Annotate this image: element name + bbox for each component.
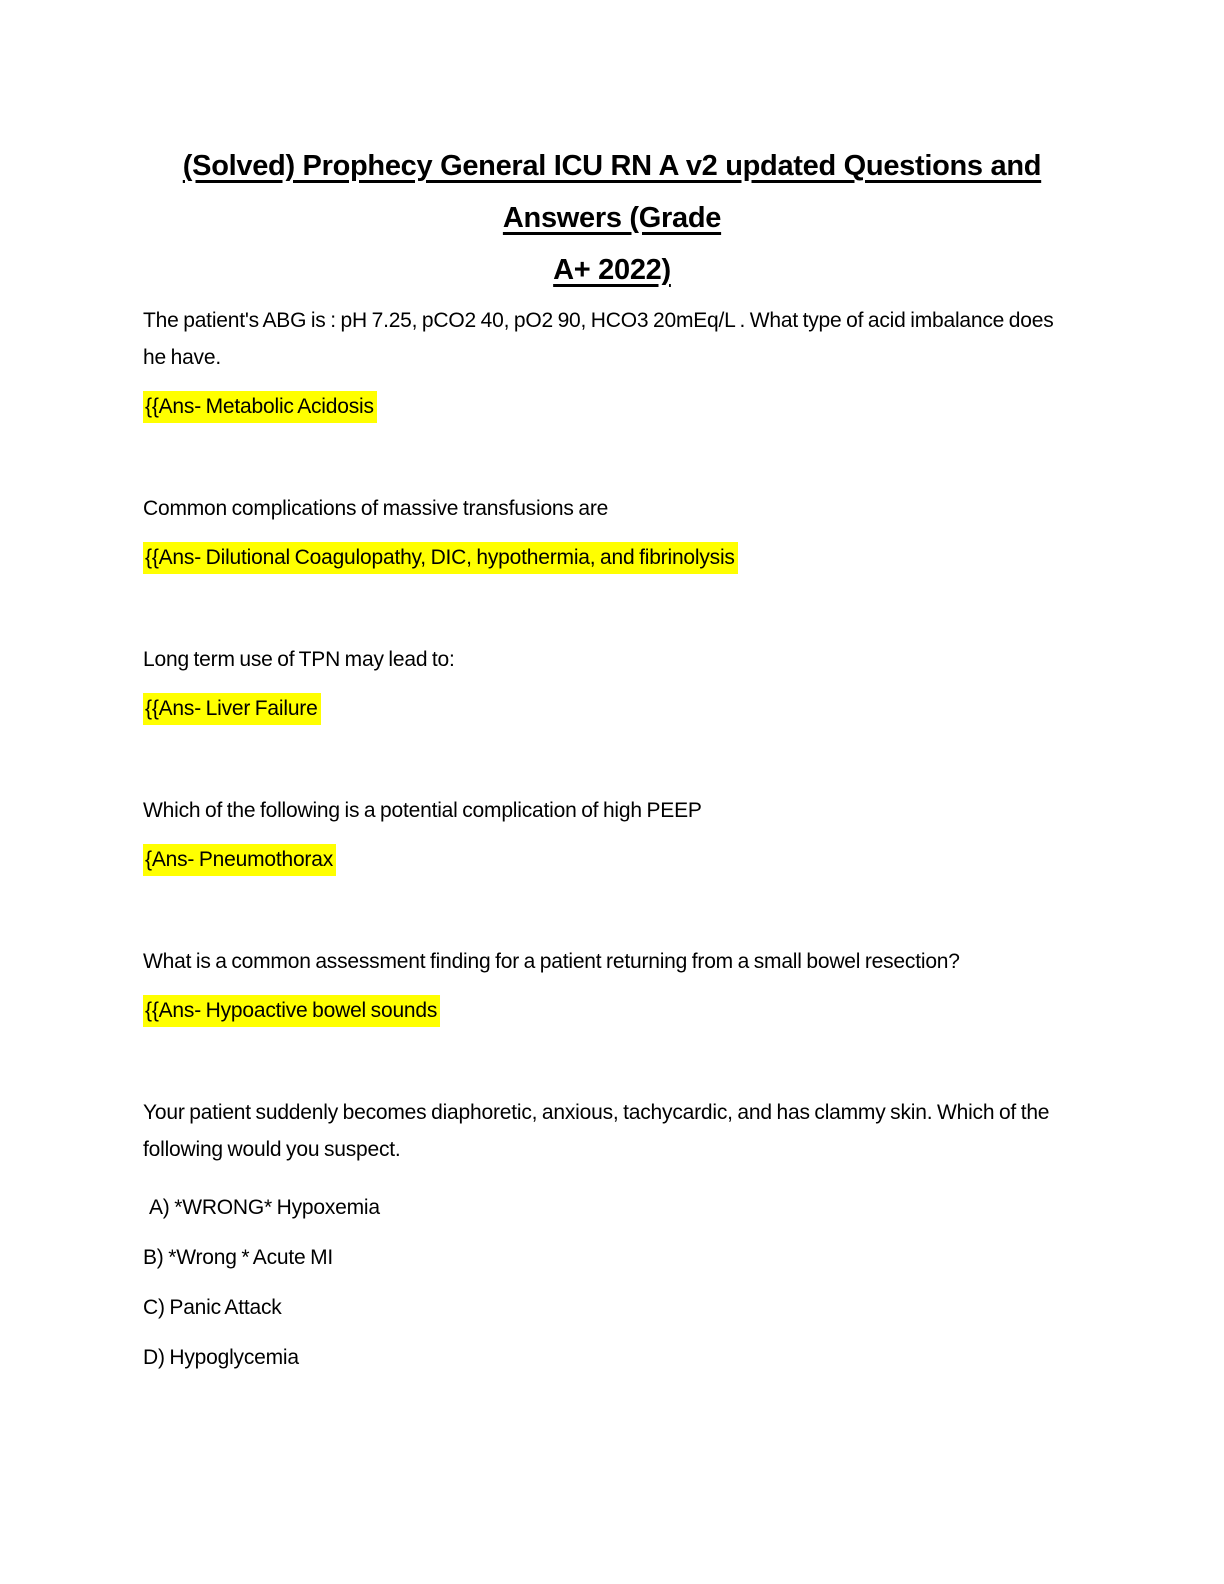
option-b: B) *Wrong * Acute MI [143, 1246, 334, 1269]
answer-3-highlight: {{Ans- Liver Failure [143, 693, 321, 725]
answer-2-highlight: {{Ans- Dilutional Coagulopathy, DIC, hyp… [143, 542, 738, 574]
answer-4-highlight: {Ans- Pneumothorax [143, 844, 337, 876]
question-2: Common complications of massive transfus… [143, 497, 609, 520]
title-line-1-text: (Solved) Prophecy General ICU RN A v2 up… [182, 150, 1042, 234]
question-1: The patient's ABG is : pH 7.25, pCO2 40,… [143, 309, 1054, 369]
title-line-1: (Solved) Prophecy General ICU RN A v2 up… [143, 140, 1081, 244]
answer-2: {{Ans- Dilutional Coagulopathy, DIC, hyp… [143, 539, 1081, 576]
answer-4: {Ans- Pneumothorax [143, 841, 1081, 878]
option-c: C) Panic Attack [143, 1296, 282, 1319]
answer-5-highlight: {{Ans- Hypoactive bowel sounds [143, 995, 441, 1027]
answer-1: {{Ans- Metabolic Acidosis [143, 388, 1081, 425]
option-a: A) *WRONG* Hypoxemia [149, 1196, 380, 1219]
question-4: Which of the following is a potential co… [143, 799, 702, 822]
document-title: (Solved) Prophecy General ICU RN A v2 up… [143, 140, 1081, 296]
option-d: D) Hypoglycemia [143, 1346, 299, 1369]
title-line-2: A+ 2022) [143, 244, 1081, 296]
question-6: Your patient suddenly becomes diaphoreti… [143, 1101, 1050, 1161]
answer-3: {{Ans- Liver Failure [143, 690, 1081, 727]
answer-5: {{Ans- Hypoactive bowel sounds [143, 992, 1081, 1029]
answer-1-highlight: {{Ans- Metabolic Acidosis [143, 391, 377, 423]
title-line-2-text: A+ 2022) [553, 254, 671, 286]
question-3: Long term use of TPN may lead to: [143, 648, 455, 671]
question-5: What is a common assessment finding for … [143, 950, 960, 973]
